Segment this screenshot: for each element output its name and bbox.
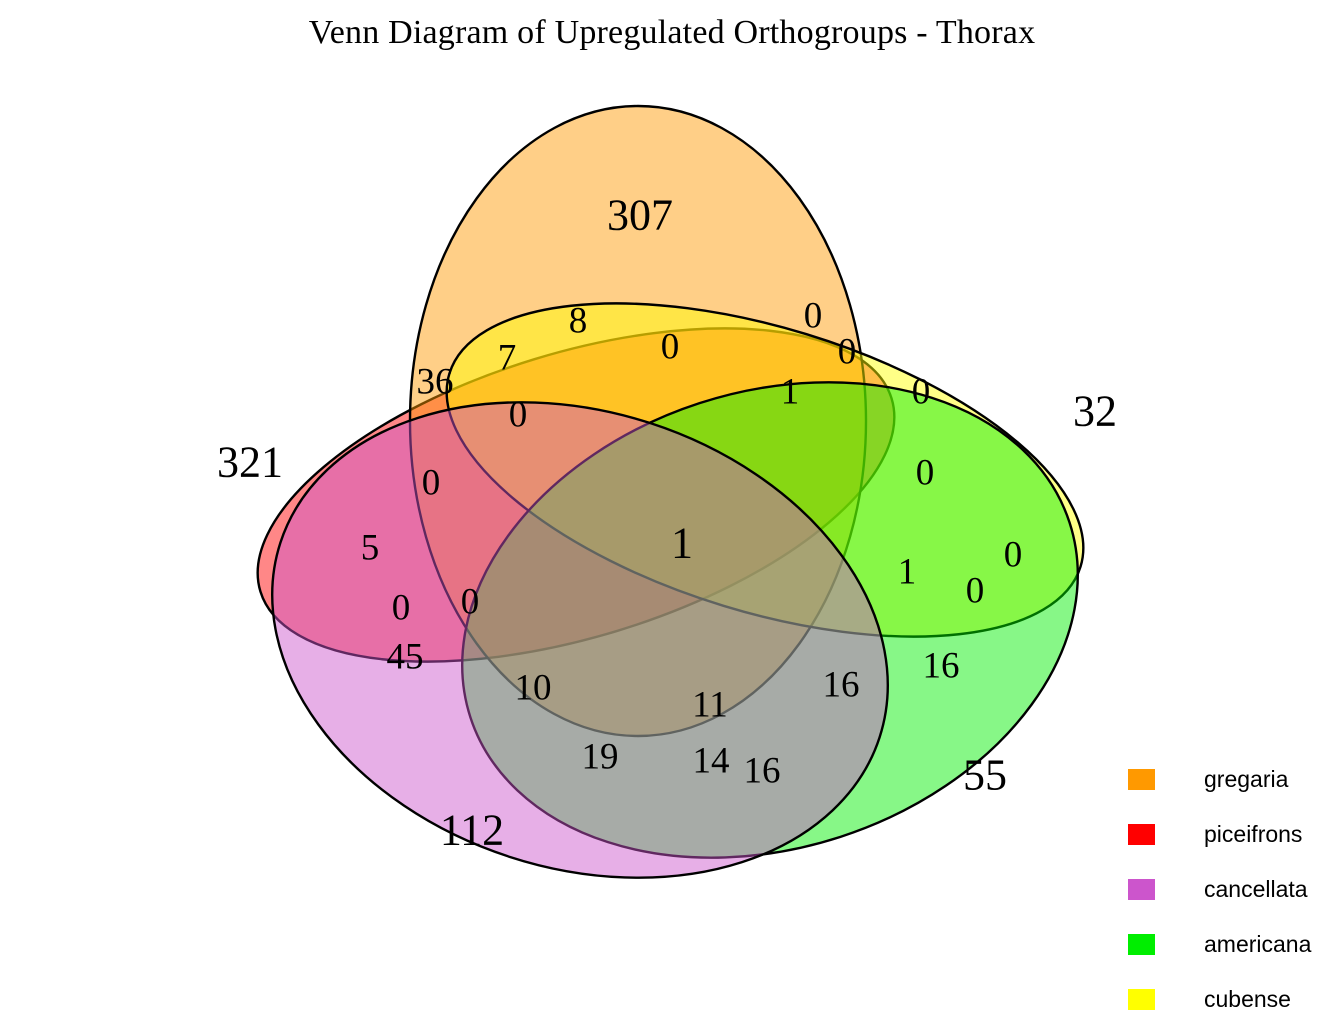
venn-count-r-0c: 0 bbox=[838, 332, 857, 373]
legend-label-cubense: cubense bbox=[1204, 986, 1291, 1012]
venn-count-cancellata-only: 112 bbox=[440, 806, 504, 855]
venn-count-r-16a: 16 bbox=[823, 665, 860, 706]
venn-count-r-0i: 0 bbox=[1004, 535, 1023, 576]
venn-ellipse-group bbox=[210, 104, 1140, 954]
venn-count-piceifrons-only: 321 bbox=[217, 438, 283, 487]
venn-count-r-0h: 0 bbox=[966, 571, 985, 612]
legend-label-gregaria: gregaria bbox=[1204, 766, 1289, 792]
legend-item-americana[interactable]: americana bbox=[1128, 917, 1344, 972]
venn-count-r-16b: 16 bbox=[923, 646, 960, 687]
venn-count-r-0g: 0 bbox=[916, 453, 935, 494]
venn-ellipse-cancellata[interactable] bbox=[210, 326, 950, 954]
legend-swatch-piceifrons bbox=[1128, 824, 1155, 845]
venn-count-r-1b: 1 bbox=[898, 552, 917, 593]
legend-item-piceifrons[interactable]: piceifrons bbox=[1128, 807, 1344, 862]
legend-label-piceifrons: piceifrons bbox=[1204, 821, 1303, 847]
venn-ellipse-piceifrons[interactable] bbox=[219, 263, 933, 728]
venn-count-r-1a: 1 bbox=[781, 372, 800, 413]
legend: gregaria piceifrons cancellata americana cub… bbox=[1128, 752, 1344, 1027]
venn-count-gregaria-only: 307 bbox=[607, 191, 673, 240]
venn-count-r-0e: 0 bbox=[509, 395, 528, 436]
venn-count-r-0j: 0 bbox=[392, 588, 411, 629]
venn-count-r-5: 5 bbox=[361, 528, 380, 569]
venn-count-r-11: 11 bbox=[692, 685, 728, 726]
venn-count-r-45: 45 bbox=[387, 637, 424, 678]
venn-count-r-16c: 16 bbox=[744, 751, 781, 792]
venn-count-r-0d: 0 bbox=[912, 372, 931, 413]
venn-count-r-1ctr: 1 bbox=[671, 519, 693, 568]
legend-swatch-cubense bbox=[1128, 989, 1155, 1010]
venn-count-r-8: 8 bbox=[569, 301, 588, 342]
legend-label-americana: americana bbox=[1204, 931, 1312, 957]
venn-count-r-10: 10 bbox=[515, 668, 552, 709]
venn-count-r-7: 7 bbox=[498, 338, 517, 379]
venn-count-r-14: 14 bbox=[693, 741, 730, 782]
venn-count-r-0a: 0 bbox=[661, 327, 680, 368]
legend-swatch-americana bbox=[1128, 934, 1155, 955]
page-title: Venn Diagram of Upregulated Orthogroups … bbox=[308, 14, 1036, 51]
venn-ellipse-americana[interactable] bbox=[400, 306, 1140, 934]
legend-label-cancellata: cancellata bbox=[1204, 876, 1308, 902]
venn-count-r-19: 19 bbox=[582, 737, 619, 778]
venn-count-r-0b: 0 bbox=[804, 296, 823, 337]
venn-count-r-0k: 0 bbox=[461, 582, 480, 623]
venn-ellipse-cubense[interactable] bbox=[408, 238, 1122, 703]
venn-count-cubense-only: 32 bbox=[1073, 387, 1117, 436]
venn-diagram-figure: Venn Diagram of Upregulated Orthogroups … bbox=[210, 14, 1312, 1012]
venn-count-r-0f: 0 bbox=[422, 463, 441, 504]
legend-item-gregaria[interactable]: gregaria bbox=[1128, 752, 1344, 807]
legend-item-cancellata[interactable]: cancellata bbox=[1128, 862, 1344, 917]
legend-swatch-gregaria bbox=[1128, 769, 1155, 790]
legend-item-cubense[interactable]: cubense bbox=[1128, 972, 1344, 1027]
legend-swatch-cancellata bbox=[1128, 879, 1155, 900]
venn-count-r-36: 36 bbox=[417, 362, 454, 403]
venn-count-americana-only: 55 bbox=[963, 751, 1007, 800]
